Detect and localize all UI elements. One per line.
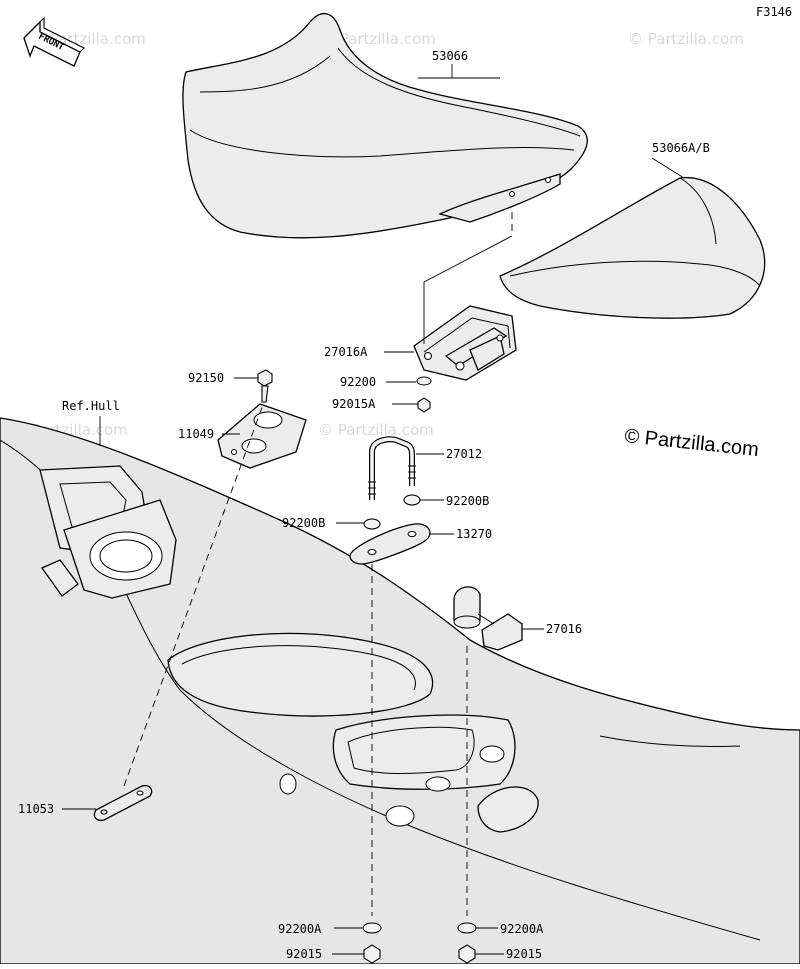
callout-92015-right: 92015	[506, 947, 542, 961]
callout-11049: 11049	[178, 427, 214, 441]
washer-icon	[416, 376, 432, 386]
callout-53066: 53066	[432, 49, 468, 63]
nut-icon	[417, 397, 431, 413]
seat-rear	[499, 176, 766, 319]
callout-92200b-right: 92200B	[446, 494, 489, 508]
callout-11053: 11053	[18, 802, 54, 816]
u-bolt-27012	[368, 436, 416, 500]
catch-27016	[453, 586, 523, 651]
callout-92200: 92200	[340, 375, 376, 389]
callout-92200a-right: 92200A	[500, 922, 544, 936]
strap-11053	[93, 784, 153, 822]
copyright-text: © Partzilla.com	[623, 425, 759, 461]
leader-line	[651, 157, 685, 179]
callout-92015-left: 92015	[286, 947, 322, 961]
nut-icon	[458, 944, 476, 964]
alignment-line	[123, 401, 265, 787]
latch-assembly	[413, 305, 517, 381]
figure-code: F3146	[756, 5, 792, 19]
washer-icon	[403, 494, 421, 506]
plate-13270	[349, 523, 431, 565]
washer-icon	[457, 922, 477, 934]
hull-body	[0, 417, 800, 965]
callout-92200b-left: 92200B	[282, 516, 325, 530]
washer-icon	[363, 518, 381, 530]
callout-ref-hull: Ref.Hull	[62, 399, 120, 413]
callout-92200a-left: 92200A	[278, 922, 322, 936]
callout-27012: 27012	[446, 447, 482, 461]
watermark: © Partzilla.com	[318, 421, 434, 439]
callout-92015a: 92015A	[332, 397, 376, 411]
callout-92150: 92150	[188, 371, 224, 385]
callout-53066ab: 53066A/B	[652, 141, 710, 155]
leader-line	[423, 235, 513, 283]
watermark: © Partzilla.com	[320, 30, 436, 48]
bolt-icon	[257, 369, 273, 403]
washer-icon	[362, 922, 382, 934]
callout-27016: 27016	[546, 622, 582, 636]
nut-icon	[363, 944, 381, 964]
bracket-11049	[217, 403, 307, 469]
callout-27016a: 27016A	[324, 345, 368, 359]
callout-13270: 13270	[456, 527, 492, 541]
watermark: © Partzilla.com	[628, 30, 744, 48]
front-arrow-icon: FRONT	[23, 16, 85, 67]
seat-main	[182, 12, 588, 239]
